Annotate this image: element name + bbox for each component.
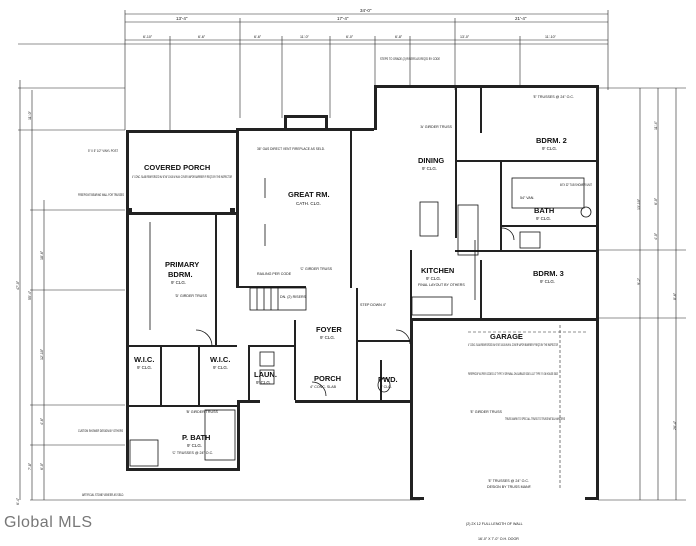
laun-ceiling: 9' CLG.	[256, 380, 271, 385]
tub-note: 60"X 32" TUB SHOWER UNIT	[560, 183, 593, 187]
dim-overall-top: 34'-0"	[360, 8, 372, 13]
side-dimensions: 11'-4" 13'-10" 6'-0" 4'-0" 9'-2" 8'-6" 2…	[16, 80, 686, 505]
bdrm2-truss-note: 'E' TRUSSES @ 24" O.C.	[533, 95, 574, 99]
room-kitchen: KITCHEN	[421, 266, 454, 275]
girder-d-note: 'D' GIRDER TRUSS	[175, 294, 208, 298]
full-length-note: (2) 2X 12 FULL LENGTH OF WALL	[466, 522, 523, 526]
annotations: 36" GAS DIRECT VENT FIREPLACE AS SELD. S…	[78, 57, 593, 541]
railing-note: RAILING PER CODE	[257, 272, 292, 276]
dim-left-7: 6'-0"	[40, 462, 44, 470]
pwd-ceiling: 9' CLG.	[380, 385, 392, 389]
dn-risers-note: DN. (2) RISERS	[280, 295, 307, 299]
room-bath: BATH	[534, 206, 554, 215]
room-labels: COVERED PORCH 4" CONC. SLAB REINFORCED W…	[132, 136, 567, 448]
dim-left-2: 47'-0"	[16, 280, 20, 290]
top-dimensions: 34'-0" 13'-4" 17'-4" 21'-4" 6'-10" 6'-6"…	[18, 8, 609, 130]
porch-note: 4" CONC. SLAB	[310, 385, 337, 389]
fixtures	[127, 177, 592, 490]
dim-right-1: 11'-4"	[654, 120, 658, 130]
dim-row2-5: 6'-0"	[346, 35, 354, 39]
pbath-truss-note: 'C' TRUSSES @ 24" O.C.	[172, 451, 213, 455]
dim-right-4: 4'-0"	[654, 232, 658, 240]
girder-b-note: 'B' GIRDER TRUSS	[186, 410, 218, 414]
dim-top-seg-2: 17'-4"	[337, 16, 349, 21]
room-bdrm2: BDRM. 2	[536, 136, 567, 145]
truss-mark-note: TRUSS MARK TO SPEC ALL TRUSS TO TRUSS ME…	[505, 417, 565, 421]
bdrm3-ceiling: 9' CLG.	[540, 279, 555, 284]
dim-row2-2: 6'-6"	[198, 35, 206, 39]
foyer-ceiling: 9' CLG.	[320, 335, 335, 340]
bdrm2-ceiling: 9' CLG.	[542, 146, 557, 151]
garage-design-note: DESIGN BY TRUSS MANF.	[487, 485, 532, 489]
dim-left-3: 55'-4"	[28, 290, 32, 300]
post-note: 5" X 5" 1/2" VINYL POST	[88, 149, 119, 153]
interior-walls	[127, 88, 596, 407]
dim-left-6: 4'-6"	[40, 417, 44, 425]
dim-left-1: 11'-0"	[28, 110, 32, 120]
pbath-ceiling: 9' CLG.	[187, 443, 202, 448]
dim-right-5: 9'-2"	[637, 277, 641, 285]
room-dining: DINING	[418, 156, 444, 165]
room-laun: LAUN.	[254, 370, 277, 379]
dim-row2-8: 11'-10"	[545, 35, 557, 39]
room-covered-porch: COVERED PORCH	[144, 163, 210, 172]
kitchen-note: FINAL LAYOUT BY OTHERS	[418, 283, 465, 287]
dim-right-3: 6'-0"	[654, 197, 658, 205]
dim-left-5: 12'-10"	[40, 348, 44, 360]
watermark: Global MLS	[4, 514, 93, 531]
girder-a-note: 'A' GIRDER TRUSS	[420, 125, 452, 129]
room-bdrm3: BDRM. 3	[533, 269, 564, 278]
room-pwd: PWD.	[378, 375, 398, 384]
fireplace-note: 36" GAS DIRECT VENT FIREPLACE AS SELD.	[257, 147, 325, 151]
dim-row2-6: 6'-8"	[395, 35, 403, 39]
room-great-rm: GREAT RM.	[288, 190, 330, 199]
dim-top-seg-3: 21'-4"	[515, 16, 527, 21]
steps-note: STEPS TO GRADE (2) RISERS AS REQ'D BY CO…	[380, 57, 440, 61]
room-garage: GARAGE	[490, 332, 523, 341]
bath-ceiling: 9' CLG.	[536, 216, 551, 221]
kitchen-ceiling: 9' CLG.	[426, 276, 441, 281]
room-foyer: FOYER	[316, 325, 342, 334]
dim-top-seg-1: 13'-4"	[176, 16, 188, 21]
dim-right-7: 26'-4"	[673, 420, 677, 430]
room-wic-1: W.I.C.	[134, 355, 154, 364]
primary-ceiling: 9' CLG.	[171, 280, 186, 285]
garage-note: 4" CONC. SLAB REINFORCED W/ 6"X6" 10/10 …	[468, 343, 558, 347]
garage-truss-note: 'E' TRUSSES @ 24" O.C.	[488, 479, 529, 483]
dim-row2-7: 13'-0"	[460, 35, 470, 39]
dim-right-2: 13'-10"	[637, 198, 641, 210]
dim-row2-3: 6'-6"	[254, 35, 262, 39]
dining-ceiling: 9' CLG.	[422, 166, 437, 171]
vanity-note: 54" VAN.	[520, 196, 534, 200]
bearing-wall-note: FREEPOINT BEARING WALL FOR TRUSSES	[78, 193, 124, 197]
room-wic-2: W.I.C.	[210, 355, 230, 364]
room-pbath: P. BATH	[182, 433, 210, 442]
wic-1-ceiling: 9' CLG.	[137, 365, 152, 370]
dim-left-4: 18'-6"	[40, 250, 44, 260]
exterior-walls	[126, 85, 599, 500]
stone-veneer-note: ARTIFICIAL STONE VENEER AS SELD.	[82, 493, 124, 497]
garage-firewall: FIREPROOF AS PER CODES 1/2" TYPE 'X' DRY…	[468, 372, 558, 376]
girder-c-note: 'C' GIRDER TRUSS	[300, 267, 333, 271]
dim-row2-1: 6'-10"	[143, 35, 153, 39]
wic-2-ceiling: 9' CLG.	[213, 365, 228, 370]
great-rm-ceiling: CATH. CLG.	[296, 201, 321, 206]
step-down-note: STEP DOWN 4"	[360, 303, 387, 307]
girder-e-note: 'E' GIRDER TRUSS	[470, 410, 502, 414]
dim-row2-4: 11'-0"	[300, 35, 310, 39]
dim-left-9: 6'-4"	[16, 497, 20, 505]
oh-door-note: 16'-0" X 7'-0" O.H. DOOR	[478, 537, 519, 541]
dim-right-6: 8'-6"	[673, 292, 677, 300]
room-porch: PORCH	[314, 374, 341, 383]
room-primary-line2: BDRM.	[168, 270, 193, 279]
dim-left-8: 7'-8"	[28, 462, 32, 470]
covered-porch-note: 4" CONC. SLAB REINFORCED W/ 6"X6" 10/10 …	[132, 174, 232, 179]
custom-shower-note: CUSTOM SHOWER DESIGN BY OTHERS	[78, 429, 123, 433]
room-primary: PRIMARY	[165, 260, 199, 269]
